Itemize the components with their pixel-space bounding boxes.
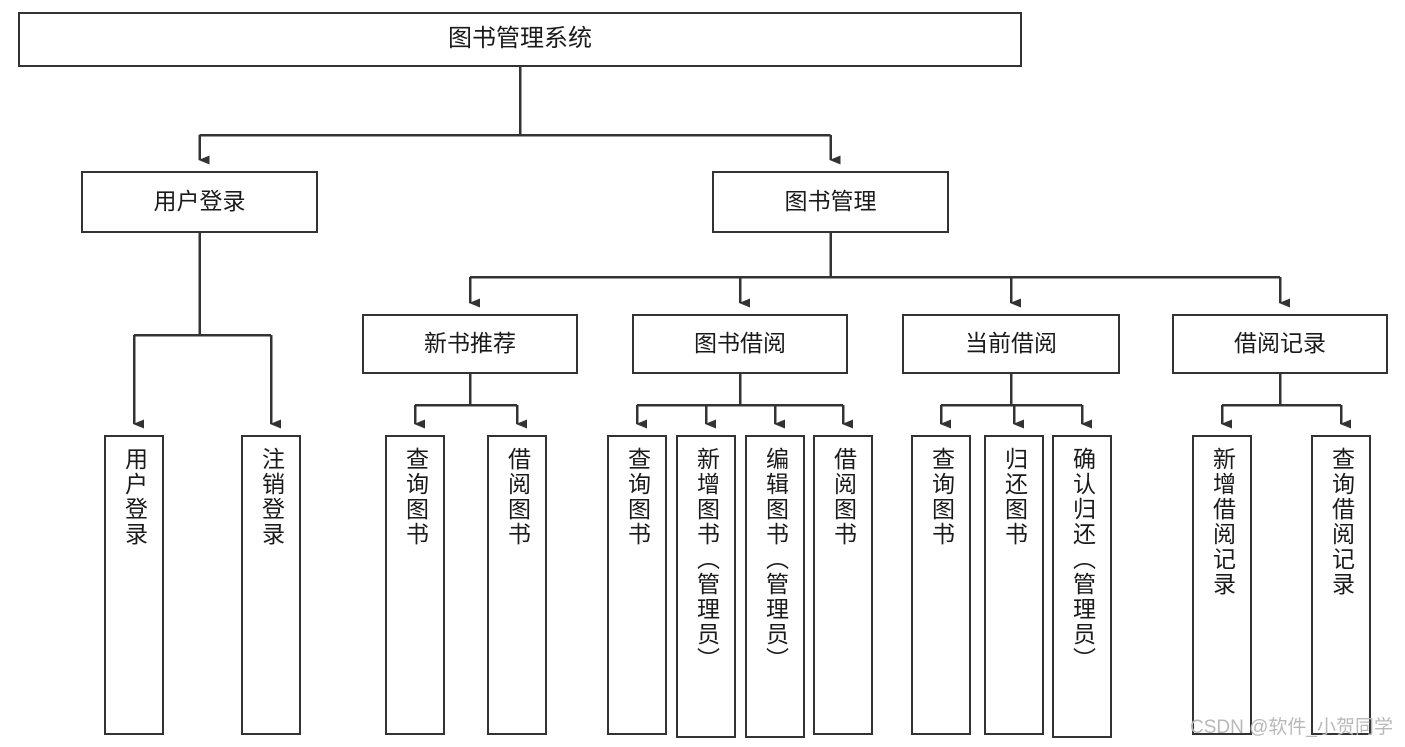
node-book-borrow[interactable]: 图书借阅: [632, 314, 848, 374]
node-leaf-add-record[interactable]: 新增借阅记录: [1192, 435, 1252, 735]
edge-group: [132, 67, 1351, 429]
node-leaf-query-book-c[interactable]: 查询图书: [911, 435, 971, 735]
node-label-leaf-add-record: 新增借阅记录: [1209, 447, 1236, 597]
node-label-leaf-user-login: 用户登录: [121, 447, 148, 547]
node-label-leaf-query-book-a: 查询图书: [402, 447, 429, 547]
node-label-root: 图书管理系统: [448, 25, 592, 53]
node-label-leaf-borrow-book-a: 借阅图书: [504, 447, 531, 547]
node-label-leaf-query-record: 查询借阅记录: [1328, 447, 1355, 597]
node-label-leaf-borrow-book-b: 借阅图书: [830, 447, 857, 547]
node-label-user-login: 用户登录: [153, 188, 246, 215]
node-leaf-query-book-a[interactable]: 查询图书: [385, 435, 445, 735]
node-leaf-edit-book[interactable]: 编辑图书（管理员）: [745, 435, 805, 738]
node-label-leaf-confirm-return: 确认归还（管理员）: [1069, 447, 1096, 672]
node-borrow-record[interactable]: 借阅记录: [1172, 314, 1388, 374]
node-new-book-rec[interactable]: 新书推荐: [362, 314, 578, 374]
node-label-leaf-add-book: 新增图书（管理员）: [693, 447, 720, 672]
node-label-borrow-record: 借阅记录: [1234, 330, 1326, 357]
node-label-leaf-edit-book: 编辑图书（管理员）: [762, 447, 789, 672]
node-leaf-return-book[interactable]: 归还图书: [984, 435, 1044, 735]
node-leaf-borrow-book-a[interactable]: 借阅图书: [487, 435, 547, 735]
node-label-leaf-query-book-c: 查询图书: [928, 447, 955, 547]
watermark-text: CSDN @软件_小贺同学: [1190, 717, 1393, 738]
node-label-leaf-user-logout: 注销登录: [258, 447, 285, 547]
node-leaf-borrow-book-b[interactable]: 借阅图书: [813, 435, 873, 735]
node-label-leaf-return-book: 归还图书: [1001, 447, 1028, 547]
node-leaf-add-book[interactable]: 新增图书（管理员）: [676, 435, 736, 738]
node-leaf-confirm-return[interactable]: 确认归还（管理员）: [1052, 435, 1112, 738]
node-user-login[interactable]: 用户登录: [81, 171, 318, 233]
node-leaf-user-logout[interactable]: 注销登录: [241, 435, 301, 735]
node-current-borrow[interactable]: 当前借阅: [902, 314, 1120, 374]
node-root[interactable]: 图书管理系统: [18, 12, 1022, 67]
node-label-current-borrow: 当前借阅: [965, 330, 1057, 357]
node-book-manage[interactable]: 图书管理: [712, 171, 949, 233]
node-label-new-book-rec: 新书推荐: [424, 330, 516, 357]
node-leaf-user-login[interactable]: 用户登录: [104, 435, 164, 735]
node-leaf-query-record[interactable]: 查询借阅记录: [1311, 435, 1371, 735]
node-label-book-manage: 图书管理: [784, 188, 877, 215]
node-leaf-query-book-b[interactable]: 查询图书: [607, 435, 667, 735]
node-label-book-borrow: 图书借阅: [694, 330, 786, 357]
node-label-leaf-query-book-b: 查询图书: [624, 447, 651, 547]
